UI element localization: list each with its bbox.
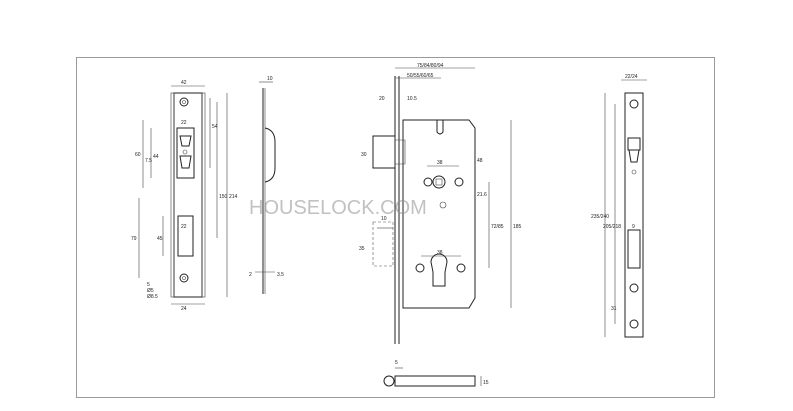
strike-plate-edge-left [170,92,175,298]
dim-205-218: 205/218 [603,224,621,230]
body-center-hole [439,201,447,209]
strike-latch-lower [179,155,192,169]
dim-54: 54 [212,124,218,130]
strike-plate-side-view: 10 2 3.5 [249,76,284,294]
faceplate-screw-mid [629,283,639,293]
strike-screw-hole-top-inner [182,100,186,104]
faceplate-latch-opening [627,137,641,151]
body-screw-right [454,177,464,187]
dim-cam-5: 5 [395,360,398,366]
dim-hole-5: Ø5 [147,288,154,294]
dim-24: 24 [181,306,187,312]
cylinder-cutout [430,253,448,287]
dim-strike-22-top: 22 [181,120,187,126]
strike-screw-hole-bottom-inner [182,276,186,280]
dim-31: 31 [611,306,617,312]
dim-45: 45 [157,236,163,242]
strike-plate-edge-right [201,92,206,298]
cam-hub [383,375,395,387]
side-strike-lip [264,127,276,183]
dim-7-5: 7.5 [145,158,152,164]
dim-214: 214 [229,194,238,200]
faceplate-latch-lower [628,149,640,163]
dim-side-3-5: 3.5 [277,272,284,278]
lock-case-outline [402,119,476,309]
faceplate-mark: 9 [632,224,635,230]
dim-hole-8-5: Ø8.5 [147,294,158,300]
dim-side-2: 2 [249,272,252,278]
faceplate-bolt-opening [627,229,641,269]
dim-79: 79 [131,236,137,242]
body-spindle-hole [432,175,446,189]
faceplate-screw-bottom [629,319,639,329]
latch-bolt [372,135,396,169]
cam-detail-view: 5 15 [383,360,489,387]
strike-latch-tongue [179,135,192,147]
body-screw-bottom-right [456,263,466,273]
body-screw-left [423,177,433,187]
dim-bottom-38: 38 [437,250,443,256]
dim-distance: 50/55/60/65 [407,73,434,79]
dim-latch-30: 30 [361,152,367,158]
faceplate-outline [624,92,644,338]
lock-technical-drawing: 42 22 60 7.5 44 54 150 214 79 45 22 5 Ø5… [131,63,647,387]
cam-bar [394,375,476,387]
lock-body-view: 75/84/80/94 50/55/60/65 20 10.5 30 38 48… [359,63,522,344]
body-spindle-square [435,178,443,186]
dim-48: 48 [477,158,483,164]
strike-latch-hole [182,149,188,155]
drawing-frame: 42 22 60 7.5 44 54 150 214 79 45 22 5 Ø5… [76,57,715,398]
strike-latch-opening [176,127,195,179]
dim-185: 185 [513,224,522,230]
latch-bolt-tail [395,139,406,165]
strike-screw-hole-bottom [179,273,189,283]
dim-21-6: 21.6 [477,192,487,198]
dim-10: 10 [267,76,273,82]
dim-22: 22 [181,224,187,230]
strike-plate-outline [173,92,203,298]
strike-bolt-opening [177,215,194,257]
lock-top-slot [436,120,444,135]
dim-body-20: 20 [379,96,385,102]
dim-44: 44 [153,154,159,160]
faceplate-front-view: 22/24 235/240 205/218 31 9 [591,74,647,338]
body-screw-bottom-left [415,263,425,273]
strike-plate-front-view: 42 22 60 7.5 44 54 150 214 79 45 22 5 Ø5… [131,80,238,312]
watermark-text: HOUSELOCK.COM [249,197,427,219]
dim-5: 5 [147,282,150,288]
faceplate-screw-top [629,99,639,109]
faceplate-center-hole [631,169,637,175]
dim-backset: 75/84/80/94 [417,63,444,69]
dim-bolt-35: 35 [359,246,365,252]
strike-screw-hole-top [179,97,189,107]
dim-22-24: 22/24 [625,74,638,80]
dim-60: 60 [135,152,141,158]
dim-42: 42 [181,80,187,86]
deadbolt-outline [372,221,394,267]
dim-235-240: 235/240 [591,214,609,220]
dim-72-85: 72/85 [491,224,504,230]
dim-150: 150 [219,194,228,200]
dim-body-10-5: 10.5 [407,96,417,102]
dim-38: 38 [437,160,443,166]
dim-cam-15: 15 [483,380,489,386]
dim-bolt-10: 10 [381,216,387,222]
